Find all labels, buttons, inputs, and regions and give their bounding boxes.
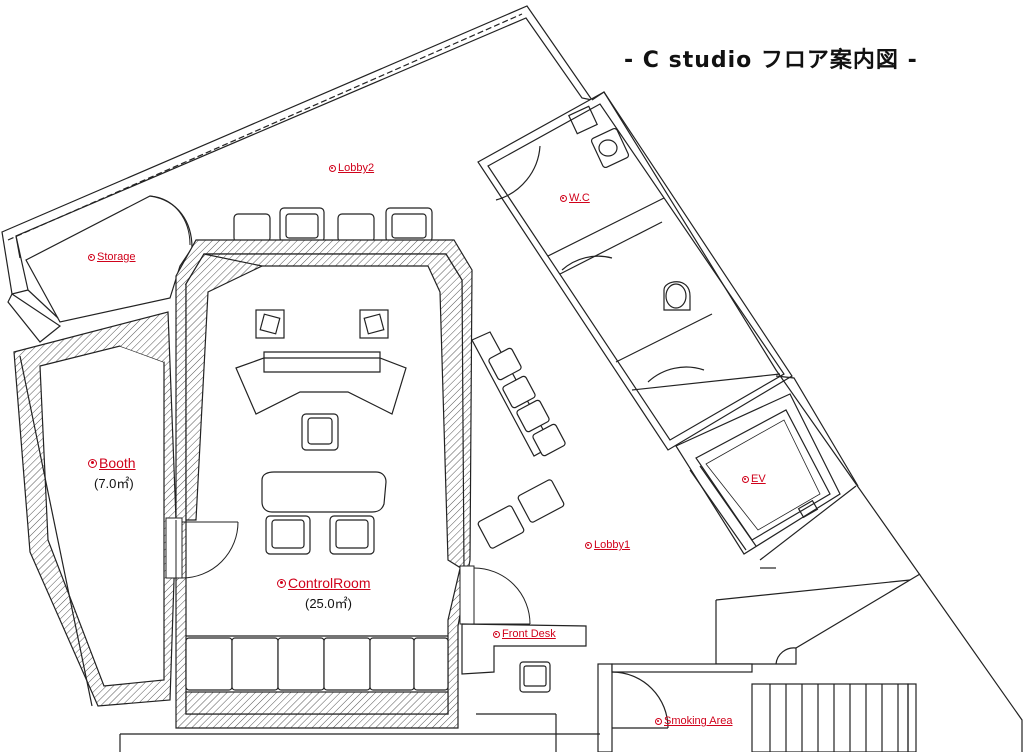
label-lobby1-text: Lobby1 xyxy=(594,539,631,551)
acoustic-panels xyxy=(185,637,449,691)
label-booth-text: Booth xyxy=(99,455,136,471)
wc-block xyxy=(477,91,793,451)
label-booth: Booth xyxy=(88,456,136,470)
label-control-room-area: (25.0㎡) xyxy=(305,596,352,611)
staircase xyxy=(751,683,917,752)
label-front-desk-text: Front Desk xyxy=(502,628,556,640)
label-smoking-area: Smoking Area xyxy=(655,716,732,727)
label-wc-text: W.C xyxy=(569,192,590,204)
booth-room xyxy=(13,311,177,707)
label-front-desk: Front Desk xyxy=(493,629,556,640)
label-booth-area: (7.0㎡) xyxy=(94,476,134,491)
label-ev: EV xyxy=(742,474,766,485)
elevator xyxy=(675,393,841,555)
stairs-smoking-area xyxy=(119,573,921,752)
target-dot-icon xyxy=(277,578,286,588)
target-dot-icon xyxy=(585,542,592,549)
target-dot-icon xyxy=(655,718,662,725)
control-room-furniture xyxy=(185,309,449,691)
target-dot-icon xyxy=(742,476,749,483)
target-dot-icon xyxy=(88,458,97,468)
target-dot-icon xyxy=(493,631,500,638)
lobby1-seating xyxy=(471,331,566,549)
outer-wall-north xyxy=(1,5,594,343)
label-smoking-area-text: Smoking Area xyxy=(664,715,733,727)
outer-wall-east xyxy=(591,91,1023,752)
label-lobby1: Lobby1 xyxy=(585,540,630,551)
label-wc: W.C xyxy=(560,193,590,204)
target-dot-icon xyxy=(560,195,567,202)
label-storage: Storage xyxy=(88,252,136,263)
lobby2-seating xyxy=(233,207,433,243)
label-control-room: ControlRoom xyxy=(277,576,370,590)
label-ev-text: EV xyxy=(751,473,766,485)
door-control-room xyxy=(459,565,531,625)
label-control-room-text: ControlRoom xyxy=(288,575,371,591)
page-title: - C studio フロア案内図 - xyxy=(624,48,918,73)
target-dot-icon xyxy=(329,165,336,172)
label-storage-text: Storage xyxy=(97,251,136,263)
label-lobby2: Lobby2 xyxy=(329,163,374,174)
target-dot-icon xyxy=(88,254,95,261)
door-booth xyxy=(165,517,239,580)
label-lobby2-text: Lobby2 xyxy=(338,162,375,174)
